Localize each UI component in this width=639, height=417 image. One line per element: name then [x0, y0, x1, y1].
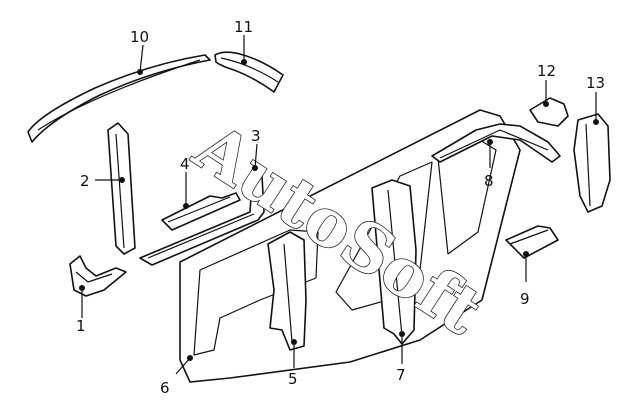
callout-5-label: 5	[288, 370, 298, 388]
callout-13: 13	[586, 74, 605, 125]
callout-10: 10	[130, 28, 149, 75]
callout-4: 4	[180, 155, 190, 209]
callout-11-label: 11	[234, 18, 253, 36]
callout-9: 9	[520, 251, 530, 308]
callout-12: 12	[537, 62, 556, 107]
callout-7-label: 7	[396, 366, 406, 384]
callout-3: 3	[251, 127, 261, 171]
part-11-roof-rail-end	[214, 51, 284, 93]
part-4-sill-strip	[161, 192, 241, 231]
callout-13-label: 13	[586, 74, 605, 92]
part-9-rear-sill	[505, 225, 559, 259]
part-10-roof-rail	[27, 54, 211, 143]
callout-1-label: 1	[76, 317, 86, 335]
callout-4-label: 4	[180, 155, 190, 173]
part-7-c-pillar	[371, 179, 417, 345]
callout-5: 5	[288, 339, 298, 388]
callout-3-label: 3	[251, 127, 261, 145]
callout-2-label: 2	[80, 172, 90, 190]
callout-1: 1	[76, 285, 86, 335]
part-3-rocker-panel	[139, 175, 265, 266]
callout-6-label: 6	[160, 379, 170, 397]
part-13-d-pillar	[573, 113, 611, 213]
callout-9-label: 9	[520, 290, 530, 308]
part-5-b-pillar	[267, 231, 307, 351]
callout-7: 7	[396, 331, 406, 384]
callout-2: 2	[80, 172, 125, 190]
callout-11: 11	[234, 18, 253, 65]
callout-6: 6	[160, 355, 193, 397]
part-8-upper-rear-rail	[431, 123, 561, 163]
part-1-bracket	[69, 255, 127, 297]
callout-8: 8	[484, 139, 494, 190]
callout-10-label: 10	[130, 28, 149, 46]
callout-8-label: 8	[484, 172, 494, 190]
part-12-rear-bracket	[529, 97, 569, 127]
part-2-a-pillar	[107, 122, 136, 255]
callout-12-label: 12	[537, 62, 556, 80]
